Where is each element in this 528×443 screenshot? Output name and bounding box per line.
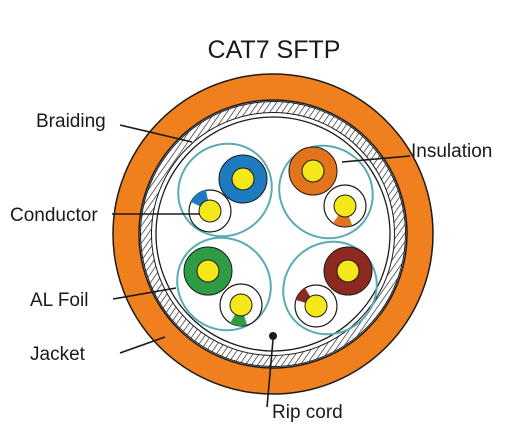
rip-cord-leader-line	[266, 339, 274, 408]
braiding-label: Braiding	[36, 111, 106, 132]
braiding-inner-edge	[151, 112, 395, 356]
green-white-conductor	[229, 293, 253, 317]
diagram-title: CAT7 SFTP	[208, 36, 341, 64]
brown-white-conductor	[304, 294, 328, 318]
braiding-layer	[140, 101, 406, 367]
braiding-outer-edge	[140, 101, 406, 367]
green-pair	[176, 236, 272, 332]
pair-shield-outline	[278, 144, 374, 240]
orange-conductor	[301, 159, 325, 183]
blue-white-conductor	[198, 199, 222, 223]
conductor-label: Conductor	[10, 205, 98, 226]
braiding-leader-line	[119, 124, 193, 143]
pair-shield-outline	[176, 236, 272, 332]
green-conductor	[196, 259, 220, 283]
brown-conductor	[336, 259, 360, 283]
jacket-label: Jacket	[30, 344, 86, 365]
rip-cord-label: Rip cord	[272, 402, 343, 423]
blue-conductor	[231, 167, 255, 191]
jacket-leader-line	[119, 336, 166, 354]
al-foil-leader-line	[112, 287, 177, 300]
pair-shield-outline	[177, 142, 273, 238]
insulation-label: Insulation	[411, 141, 492, 162]
insulation-leader-line	[341, 155, 411, 163]
rip-cord-dot	[269, 332, 277, 340]
al-foil-label: AL Foil	[30, 290, 88, 311]
orange-pair	[278, 144, 374, 240]
brown-pair	[282, 240, 378, 336]
orange-white-conductor	[333, 194, 357, 218]
blue-pair	[177, 142, 273, 238]
